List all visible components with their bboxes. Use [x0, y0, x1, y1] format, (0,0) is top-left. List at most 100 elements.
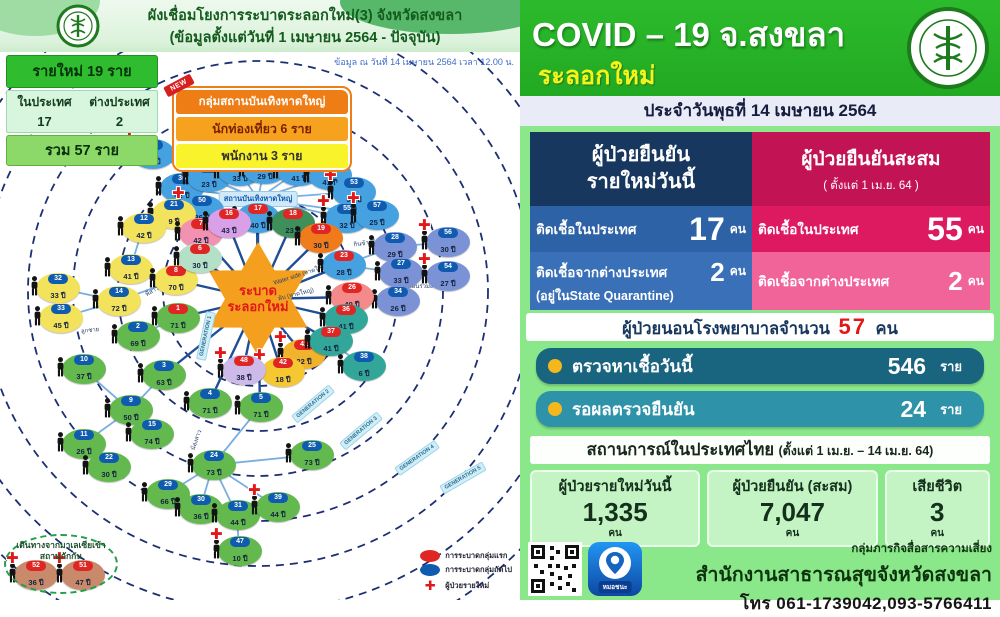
person-icon	[173, 246, 180, 266]
case-age: 71 ปี	[202, 406, 218, 415]
edge-label: ลูกชาย	[80, 327, 100, 335]
thailand-cumulative-box: ผู้ป่วยยืนยัน (สะสม) 7,047 คน	[707, 470, 878, 547]
person-icon	[202, 211, 209, 231]
case-id: 11	[74, 430, 94, 440]
person-icon	[183, 391, 190, 411]
case-bubble: 3 63 ปี	[142, 360, 186, 390]
case-id: 19	[311, 224, 331, 234]
case-id: 6	[190, 244, 210, 254]
person-icon	[155, 176, 162, 196]
cumulative-panel-header: ผู้ป่วยยืนยันสะสม ( ตั้งแต่ 1 เม.ย. 64 )	[752, 132, 990, 206]
new-case-cross-icon: ✚	[210, 526, 223, 543]
covid-dashboard: COVID – 19 จ.สงขลา ระลอกใหม่ ประจำวันพุธ…	[520, 0, 1000, 613]
case-id: 33	[51, 304, 71, 314]
case-id: 3	[154, 361, 174, 371]
new-cases-box: รายใหม่ 19 ราย	[6, 55, 158, 88]
case-id: 5	[251, 393, 271, 403]
pending-results-bar: รอผลตรวจยืนยัน 24 ราย	[536, 391, 984, 427]
case-age: 36 ปี	[193, 512, 209, 521]
case-id: 30	[191, 495, 211, 505]
person-icon	[82, 455, 89, 475]
case-id: 27	[391, 259, 411, 269]
cumulative-domestic-row: ติดเชื้อในประเทศ 55 คน	[752, 206, 990, 252]
person-icon	[187, 453, 194, 473]
person-icon	[325, 285, 332, 305]
case-id: 39	[268, 493, 288, 503]
blue-oval-icon	[420, 564, 441, 576]
malaysia-quarantine-group: เดินทางจากมาเลเซียเข้า สถานกักกัน	[4, 534, 118, 594]
person-icon	[151, 306, 158, 326]
case-age: 69 ปี	[130, 339, 146, 348]
outbreak-linkage-panel: ระบาด ระลอกใหม่ สถานบันเทิงหาดใหญ่ GENER…	[0, 0, 520, 600]
case-id: 18	[283, 209, 303, 219]
person-icon	[104, 398, 111, 418]
case-node-3: 3 63 ปี	[137, 359, 186, 391]
case-age: 45 ปี	[53, 321, 69, 330]
person-icon	[320, 206, 327, 226]
person-icon	[327, 180, 334, 200]
domestic-abroad-box: ในประเทศ ต่างประเทศ 17 2	[6, 90, 158, 133]
dashboard-subtitle: ระลอกใหม่	[538, 62, 656, 90]
hospitalized-line: ผู้ป่วยนอนโรงพยาบาลจำนวน 57 คน	[526, 313, 994, 341]
case-age: 33 ปี	[393, 276, 409, 285]
person-icon	[251, 495, 258, 515]
case-age: 63 ปี	[156, 378, 172, 387]
data-as-of-note: ข้อมูล ณ วันที่ 14 เมษายน 2564 เวลา 12.0…	[334, 57, 514, 67]
person-icon	[337, 354, 344, 374]
person-icon	[117, 216, 124, 236]
case-id: 13	[121, 255, 141, 265]
case-id: 12	[134, 214, 154, 224]
edge-label: เพื่อนร่วมงาน	[405, 284, 441, 290]
total-cases-box: รวม 57 ราย	[6, 135, 158, 166]
person-icon	[213, 539, 220, 559]
legend-first-cluster: การระบาดกลุ่มแรก	[420, 550, 512, 562]
case-age: 30 ปี	[440, 245, 456, 254]
case-id: 57	[367, 201, 387, 211]
case-id: 2	[128, 322, 148, 332]
case-id: 31	[228, 501, 248, 511]
case-id: 9	[121, 396, 141, 406]
left-stats: รายใหม่ 19 ราย ในประเทศ ต่างประเทศ 17 2 …	[6, 55, 158, 166]
case-bubble: 15 74 ปี	[130, 419, 174, 449]
case-node-4: 4 71 ปี	[183, 387, 232, 419]
case-id: 15	[142, 420, 162, 430]
cluster-tourists: นักท่องเที่ยว 6 ราย	[176, 117, 348, 141]
case-id: 36	[336, 305, 356, 315]
case-id: 10	[74, 355, 94, 365]
cluster-staff: พนักงาน 3 ราย	[176, 144, 348, 168]
case-bubble: 5 71 ปี	[239, 392, 283, 422]
case-age: 58 ปี	[346, 195, 362, 204]
case-id: 41	[294, 340, 314, 350]
person-icon	[92, 289, 99, 309]
case-age: 71 ปี	[253, 410, 269, 419]
case-bubble: 4 71 ปี	[188, 388, 232, 418]
case-id: 4	[200, 389, 220, 399]
person-icon	[104, 257, 111, 277]
case-age: 74 ปี	[144, 437, 160, 446]
case-id: 34	[388, 287, 408, 297]
case-age: 72 ปี	[111, 304, 127, 313]
person-icon	[319, 307, 326, 327]
case-age: 23 ปี	[285, 226, 301, 235]
